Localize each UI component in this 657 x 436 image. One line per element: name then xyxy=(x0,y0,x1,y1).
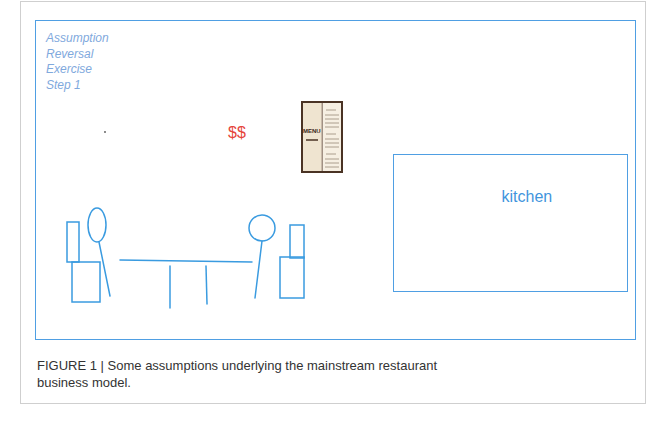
menu-title: MENU xyxy=(303,128,321,135)
person-head-right xyxy=(249,215,275,241)
menu-icon xyxy=(302,102,342,172)
menu-fold xyxy=(322,103,323,171)
diners-and-table xyxy=(67,208,304,308)
figure-caption: FIGURE 1 | Some assumptions underlying t… xyxy=(37,357,467,391)
table-leg xyxy=(206,266,207,304)
table-top xyxy=(120,260,252,262)
menu-left-page xyxy=(303,103,322,171)
chair-back-left xyxy=(67,222,79,262)
menu-rule xyxy=(306,139,318,141)
person-head-left xyxy=(88,208,106,242)
person-body-left xyxy=(99,242,110,296)
chair-seat-right xyxy=(280,257,304,298)
figure-frame xyxy=(21,2,646,404)
chair-back-right xyxy=(290,225,304,258)
kitchen-box: kitchen xyxy=(393,154,628,292)
chair-seat-left xyxy=(72,262,100,302)
menu-lines xyxy=(325,110,339,167)
price-level: $$ xyxy=(228,124,246,142)
menu-cover xyxy=(302,102,342,172)
exercise-frame: Assumption Reversal Exercise Step 1 kitch… xyxy=(35,20,636,340)
exercise-heading: Assumption Reversal Exercise Step 1 xyxy=(46,31,120,93)
dot xyxy=(104,131,106,133)
area-label: kitchen xyxy=(502,187,553,206)
table-leg xyxy=(169,266,171,308)
person-body-right xyxy=(255,241,262,298)
